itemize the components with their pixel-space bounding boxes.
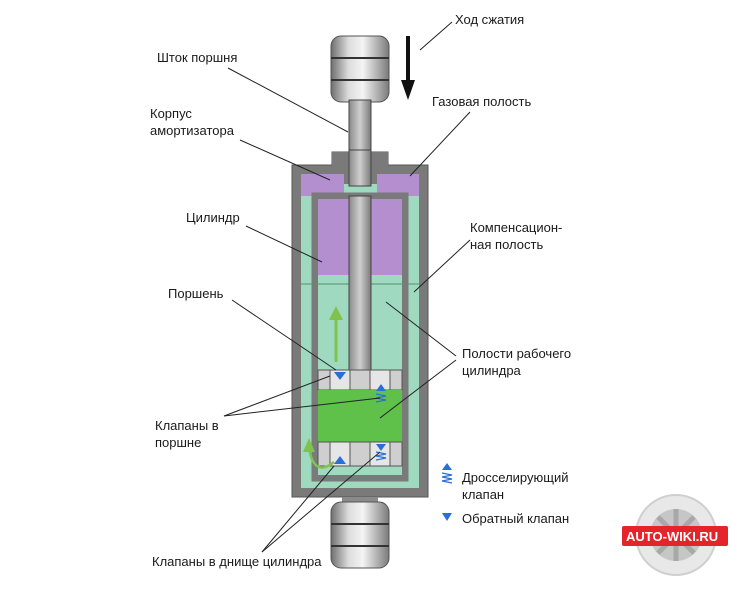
bottom-check-valve-icon — [334, 456, 346, 464]
flow-arrow-up — [329, 306, 343, 362]
label-compensation-line2: ная полость — [470, 237, 543, 252]
bottom-valve-block — [317, 441, 403, 467]
label-piston-rod: Шток поршня — [157, 50, 237, 65]
watermark-text: AUTO-WIKI.RU — [626, 529, 718, 544]
label-working-line1: Полости рабочего — [462, 346, 571, 361]
compression-arrow — [401, 36, 415, 100]
gas-chamber — [301, 174, 419, 196]
legend: Дросселирующий клапан Обратный клапан — [441, 463, 569, 526]
label-working-line2: цилиндра — [462, 363, 522, 378]
label-bottom-valves: Клапаны в днище цилиндра — [152, 554, 322, 569]
label-compensation-line1: Компенсацион- — [470, 220, 562, 235]
label-piston: Поршень — [168, 286, 224, 301]
label-gas-chamber: Газовая полость — [432, 94, 531, 109]
watermark-logo: AUTO-WIKI.RU — [622, 494, 728, 576]
legend-throttle-valve-icon — [441, 463, 453, 484]
label-housing-line2: амортизатора — [150, 123, 235, 138]
label-housing-line1: Корпус — [150, 106, 192, 121]
legend-check-valve-icon — [442, 513, 452, 521]
bottom-mount-eye — [330, 497, 390, 569]
flow-arrow-bottom — [303, 438, 335, 469]
top-mount-eye — [330, 35, 390, 103]
legend-throttle-line2: клапан — [462, 487, 504, 502]
leader-lines — [223, 21, 471, 553]
piston — [317, 369, 403, 442]
legend-check-valve: Обратный клапан — [462, 511, 569, 526]
label-cylinder: Цилиндр — [186, 210, 240, 225]
label-compression-stroke: Ход сжатия — [455, 12, 524, 27]
piston-check-valve-icon — [334, 372, 346, 380]
legend-throttle-line1: Дросселирующий — [462, 470, 568, 485]
label-piston-valves-line1: Клапаны в — [155, 418, 219, 433]
label-piston-valves-line2: поршне — [155, 435, 201, 450]
